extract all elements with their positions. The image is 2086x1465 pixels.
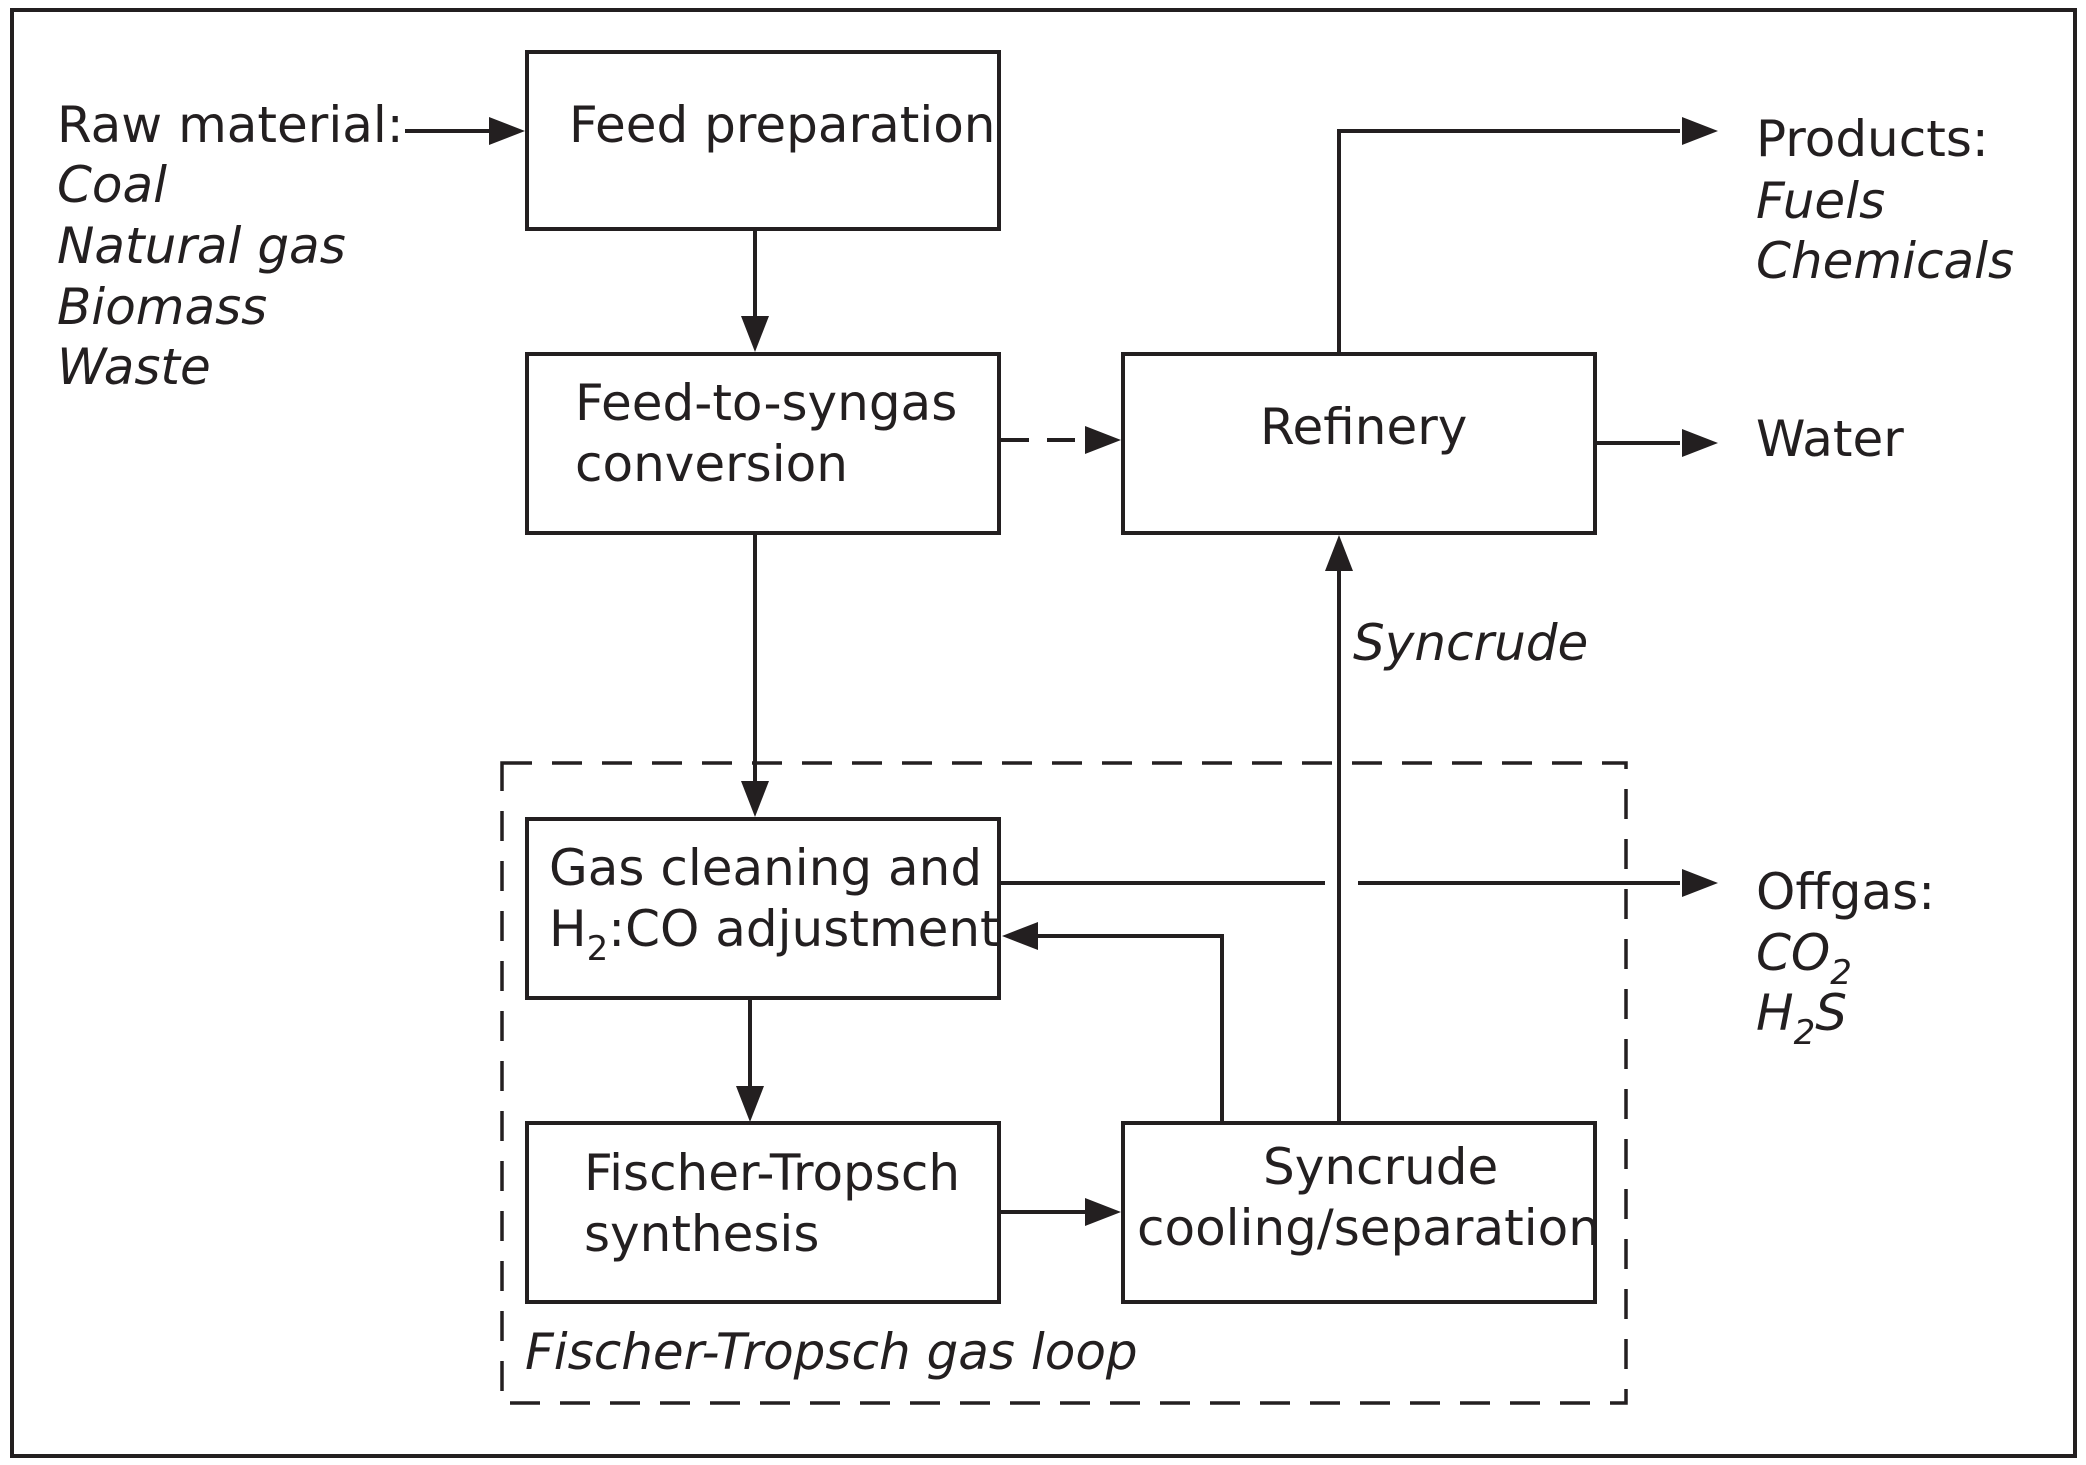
water-label: Water (1756, 410, 1904, 468)
products-title: Products: (1756, 110, 1989, 168)
syncrude-cooling-line1: Syncrude (1263, 1138, 1499, 1196)
h2s-subscript: 2 (1793, 1013, 1816, 1053)
raw-material-waste: Waste (57, 338, 211, 396)
gas-loop-boundary (500, 761, 1628, 1405)
raw-material-biomass: Biomass (57, 278, 268, 336)
offgas-h2s: H2S (1756, 983, 1847, 1050)
s-symbol: S (1815, 984, 1847, 1042)
syncrude-cooling-line2: cooling/separation (1137, 1199, 1600, 1257)
raw-material-coal: Coal (57, 156, 168, 214)
offgas-co2: CO2 (1756, 923, 1852, 990)
h-symbol: H (549, 900, 587, 958)
gas-loop-label: Fischer-Tropsch gas loop (525, 1323, 1138, 1381)
feed-to-syngas-line1: Feed-to-syngas (575, 374, 958, 432)
raw-material-title: Raw material: (57, 96, 404, 154)
refinery-box: Refinery (1121, 352, 1597, 535)
fischer-tropsch-box: Fischer-Tropsch synthesis (525, 1121, 1001, 1304)
feed-preparation-label: Feed preparation (569, 96, 996, 154)
fischer-tropsch-line1: Fischer-Tropsch (584, 1144, 961, 1202)
raw-material-natural-gas: Natural gas (57, 217, 346, 275)
co2-subscript: 2 (1830, 953, 1852, 993)
syncrude-stream-label: Syncrude (1353, 614, 1589, 672)
arrowheads (489, 117, 1718, 1226)
outer-frame (10, 8, 2077, 1458)
syncrude-cooling-box: Syncrude cooling/separation (1121, 1121, 1600, 1304)
products-chemicals: Chemicals (1756, 232, 2015, 290)
feed-to-syngas-line2: conversion (575, 435, 848, 493)
h2-subscript: 2 (586, 929, 609, 969)
co-symbol: CO (1756, 924, 1831, 982)
refinery-label: Refinery (1260, 398, 1468, 456)
products-fuels: Fuels (1756, 172, 1886, 230)
gas-cleaning-box: Gas cleaning and H2:CO adjustment (525, 817, 1001, 1000)
arrow-refinery-to-products (1337, 129, 1680, 353)
co-adjustment-text: :CO adjustment (608, 900, 1000, 958)
offgas-title: Offgas: (1756, 863, 1936, 921)
feed-to-syngas-box: Feed-to-syngas conversion (525, 352, 1001, 535)
gas-cleaning-line1: Gas cleaning and (549, 839, 983, 897)
gas-cleaning-line2: H2:CO adjustment (549, 899, 1000, 966)
feed-preparation-box: Feed preparation (525, 50, 1001, 231)
fischer-tropsch-line2: synthesis (584, 1205, 820, 1263)
arrow-recycle-to-cleaning (1028, 934, 1224, 1121)
h-symbol-offgas: H (1756, 984, 1794, 1042)
